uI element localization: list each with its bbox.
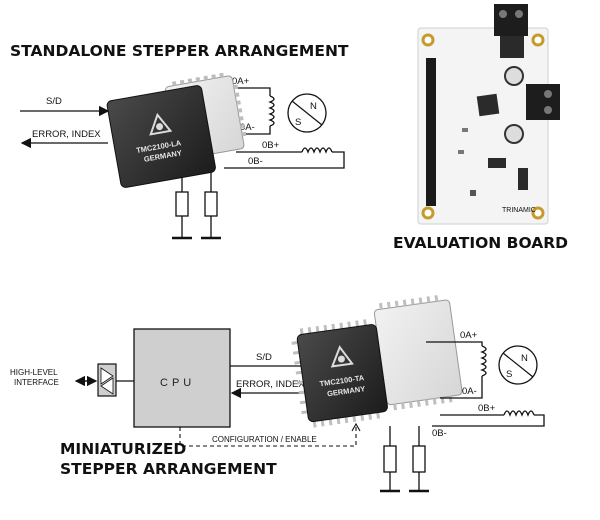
coil-b-plus-label: 0B+ [262, 140, 280, 151]
bottom-error-label: ERROR, INDEX [236, 379, 305, 390]
coil-b-minus-wire [224, 151, 345, 169]
motor-n-label: N [310, 101, 317, 112]
coil-a-plus-label: 0A+ [232, 76, 250, 87]
chip-tmc2100-ta: TMC2100-TA GERMANY [291, 295, 463, 428]
bottom-coil-a-minus-label: 0A- [462, 386, 477, 397]
coil-a-minus-label: 0A- [240, 122, 255, 133]
bottom-coil-a-plus-wire [426, 341, 483, 346]
trinamic-logo-icon-2 [330, 345, 354, 368]
sense-resistors [172, 172, 221, 240]
config-enable-line [179, 427, 357, 447]
bottom-coil-a-plus-label: 0A+ [460, 330, 478, 341]
cpu-label: CPU [160, 377, 195, 389]
coil-a-icon [268, 95, 275, 127]
bottom-motor-n-label: N [521, 353, 528, 364]
evaluation-board-title: EVALUATION BOARD [393, 234, 568, 252]
bottom-coil-b-minus-label: 0B- [432, 428, 447, 439]
bottom-coil-a-icon [480, 345, 487, 377]
motor-s-label: S [295, 117, 301, 128]
miniaturized-title-line1: MINIATURIZED [60, 440, 186, 458]
config-arrow-icon [351, 422, 361, 432]
config-label: CONFIGURATION / ENABLE [212, 435, 317, 444]
chip-tmc2100-la: TMC2100-LA GERMANY [106, 72, 247, 188]
bottom-sd-label: S/D [256, 352, 272, 363]
bottom-coil-b-minus-wire [432, 414, 545, 427]
bottom-sense-resistors [380, 426, 429, 493]
coil-b-minus-label: 0B- [248, 156, 263, 167]
evaluation-board-image: TRINAMIC [417, 4, 560, 225]
coil-b-icon [301, 147, 333, 154]
bottom-coil-b-icon [503, 410, 535, 417]
interface-label-line2: INTERFACE [14, 378, 59, 387]
bottom-coil-b-plus-label: 0B+ [478, 403, 496, 414]
cpu-block [133, 328, 231, 428]
interface-label-line1: HIGH-LEVEL [10, 368, 58, 377]
trinamic-logo-icon [149, 112, 173, 136]
sd-label: S/D [46, 96, 62, 107]
bottom-motor-s-label: S [506, 369, 512, 380]
motor-icon: N S [287, 93, 327, 133]
bottom-motor-icon: N S [498, 345, 538, 385]
miniaturized-title-line2: STEPPER ARRANGEMENT [60, 460, 277, 478]
standalone-title: STANDALONE STEPPER ARRANGEMENT [10, 42, 349, 60]
buffer-icon [97, 363, 117, 397]
error-label: ERROR, INDEX [32, 129, 101, 140]
bottom-coil-a-minus-wire [440, 376, 483, 399]
board-logo-text: TRINAMIC [502, 207, 536, 214]
